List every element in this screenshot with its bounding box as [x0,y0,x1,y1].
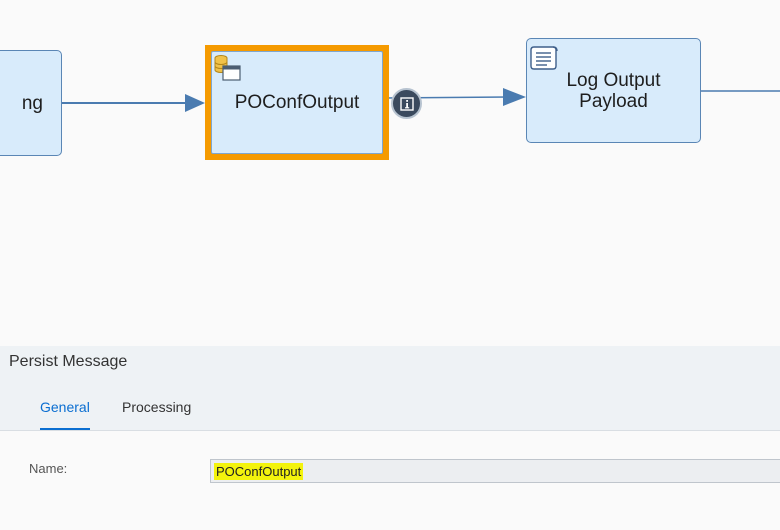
tab-general[interactable]: General [40,399,90,415]
info-icon [399,96,414,111]
name-field[interactable]: POConfOutput [210,459,780,483]
name-field-label: Name: [29,461,68,476]
integration-flow-canvas[interactable]: ng POConfOutput Log Output Payload [0,0,780,346]
active-tab-indicator [40,428,90,430]
properties-panel-body: Name: POConfOutput [0,431,780,530]
arrowhead-2 [503,88,526,106]
persist-message-icon [214,55,241,81]
step-poconfoutput-label: POConfOutput [234,92,360,113]
name-field-value: POConfOutput [214,462,304,480]
step-previous-label: ng [21,92,43,114]
step-log-label: Log Output Payload [566,69,661,112]
properties-panel-header: Persist Message General Processing [0,346,780,431]
panel-title: Persist Message [9,353,128,370]
script-icon [530,46,558,70]
info-badge[interactable] [391,88,422,119]
tab-processing[interactable]: Processing [122,399,192,415]
step-poconfoutput[interactable]: POConfOutput [211,51,383,154]
arrowhead-1 [185,94,205,112]
step-previous[interactable]: ng [0,50,62,156]
